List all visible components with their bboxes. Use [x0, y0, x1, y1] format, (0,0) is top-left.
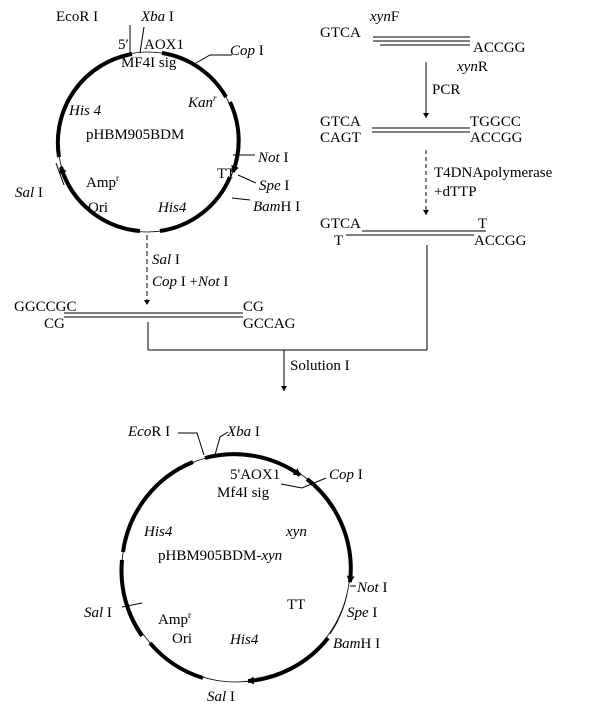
- noti2-label: Not I: [356, 580, 387, 596]
- aox1-label: AOX1: [144, 37, 184, 53]
- pcr-product-bottom-right: ACCGG: [470, 130, 523, 146]
- plasmid-1-name: pHBM905BDM: [86, 127, 184, 143]
- primer-r-label: xynR: [456, 59, 488, 75]
- tt-label: TT: [217, 166, 235, 182]
- amp-label: Ampr: [86, 173, 119, 191]
- plasmid-1-segment-his4-left: [55, 52, 133, 158]
- sali2-left-label: Sal I: [84, 605, 112, 621]
- ecori2-label: EcoR I: [127, 424, 170, 440]
- xyn-label: xyn: [285, 524, 307, 540]
- ecori2-leader: [178, 432, 205, 456]
- spei-leader: [237, 174, 257, 184]
- insert-bottom-right: ACCGG: [474, 233, 527, 249]
- pcr-product-top-left: GTCA: [320, 114, 361, 130]
- plasmid-2: EcoR I Xba I 5'AOX1 Mf4I sig Cop I His4 …: [84, 424, 387, 705]
- t4-label-line1: T4DNApolymerase: [434, 165, 553, 181]
- digest-sali-label: Sal I: [152, 252, 180, 268]
- his4-2-bottom-label: His4: [229, 632, 259, 648]
- plasmid-2-segment-his4-left: [121, 460, 194, 553]
- plasmid-2-segment-amp: [119, 559, 144, 638]
- primer-f-label: xynF: [369, 9, 399, 25]
- plasmid-2-segment-xyn: [305, 477, 355, 583]
- his4-2-left-label: His4: [143, 524, 173, 540]
- plasmid-1-segment-his4: [159, 176, 232, 233]
- plasmid-2-name: pHBM905BDM-xyn: [158, 548, 282, 564]
- tt2-label: TT: [287, 597, 305, 613]
- xbai-label: Xba I: [140, 9, 174, 25]
- copi2-leader: [280, 477, 327, 489]
- ori2-label: Ori: [172, 631, 192, 647]
- plasmid-2-segment-his4: [247, 636, 330, 685]
- insert-top-right: T: [478, 216, 487, 232]
- sali-label-1: Sal I: [15, 185, 43, 201]
- pcr-workflow: xynF GTCA ACCGG xynR PCR GTCA CAGT TGGCC…: [320, 9, 553, 249]
- vector-left-bottom: CG: [44, 316, 65, 332]
- sali-leader-1: [55, 162, 65, 186]
- plasmid-2-segment-aox1: [204, 452, 302, 477]
- xbai2-leader: [214, 431, 229, 456]
- vector-right-bottom: GCCAG: [243, 316, 296, 332]
- xbai-leader: [139, 26, 145, 54]
- pcr-product-bottom-left: CAGT: [320, 130, 361, 146]
- t4-label-line2: +dTTP: [434, 184, 477, 200]
- pcr-product-top-right: TGGCC: [470, 114, 521, 130]
- copi-label: Cop I: [230, 43, 264, 59]
- vector-left-top: GGCCGC: [14, 299, 77, 315]
- plasmid-1-segment-amp: [58, 166, 141, 233]
- plasmid-1-segment-kan: [228, 101, 241, 173]
- kan-label: Kanr: [187, 93, 217, 111]
- insert-top-left: GTCA: [320, 216, 361, 232]
- ligation-step: Solution I: [147, 245, 428, 391]
- xbai2-label: Xba I: [226, 424, 260, 440]
- amp2-label: Ampr: [158, 610, 191, 628]
- digestion-step: Sal I Cop I +Not I: [144, 235, 228, 305]
- sali2-bottom-label: Sal I: [207, 689, 235, 705]
- his4-bottom-label: His4: [157, 200, 187, 216]
- noti-label: Not I: [257, 150, 288, 166]
- plasmid-1-segment-aox1: [161, 51, 228, 98]
- mf4i-sig-label: MF4I sig: [121, 55, 177, 71]
- ligation-label: Solution I: [290, 358, 350, 374]
- aox1-2-label: 5'AOX1: [230, 467, 280, 483]
- plasmid-2-segment-tt: [329, 593, 348, 635]
- vector-fragment: GGCCGC CG CG GCCAG: [14, 299, 296, 332]
- ecori-label: EcoR I: [56, 9, 98, 25]
- bamhi2-label: BamH I: [333, 636, 380, 652]
- plasmid-1: EcoR I Xba I 5′ AOX1 MF4I sig Cop I Kanr…: [15, 9, 300, 233]
- primer-gtca: GTCA: [320, 25, 361, 41]
- sali2-left-leader: [121, 602, 143, 608]
- bamhi-leader: [231, 197, 251, 201]
- vector-right-top: CG: [243, 299, 264, 315]
- primer-accgg: ACCGG: [473, 40, 526, 56]
- insert-bottom-left: T: [334, 233, 343, 249]
- his4-left-label: His 4: [68, 103, 102, 119]
- five-prime-label: 5′: [118, 37, 129, 53]
- ori-label: Ori: [88, 200, 108, 216]
- pcr-label: PCR: [432, 82, 460, 98]
- plasmid-2-segment-ori: [148, 641, 204, 680]
- copi-leader: [195, 54, 232, 64]
- spei2-label: Spe I: [347, 605, 377, 621]
- spei-label: Spe I: [259, 178, 289, 194]
- bamhi-label: BamH I: [253, 199, 300, 215]
- digest-enzymes-label: Cop I +Not I: [152, 274, 228, 290]
- copi2-label: Cop I: [329, 467, 363, 483]
- mf4i-sig-2-label: Mf4I sig: [217, 485, 270, 501]
